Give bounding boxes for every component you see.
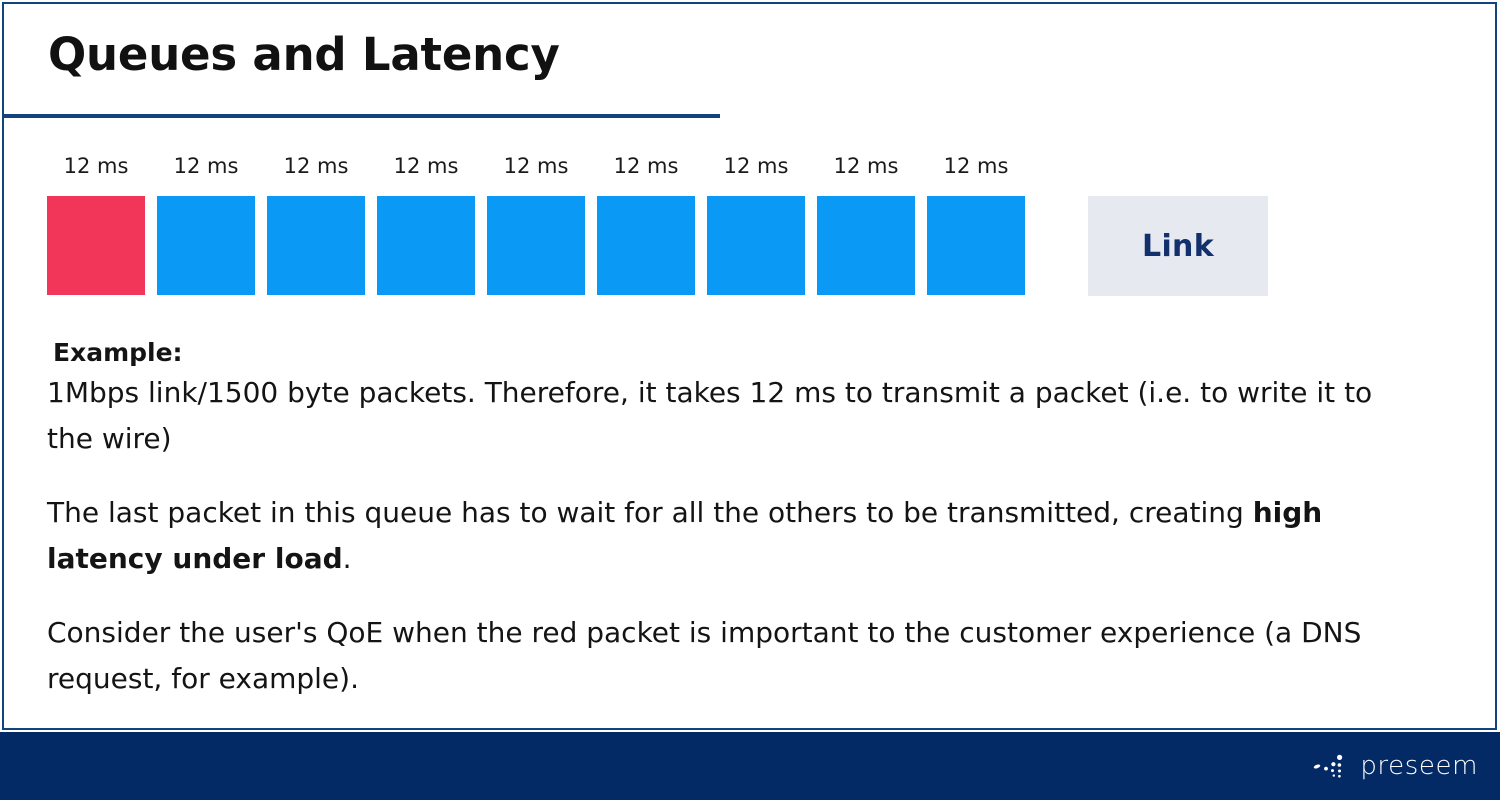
link-box: Link — [1088, 196, 1268, 296]
packet-column: 12 ms — [817, 152, 915, 295]
packet-column: 12 ms — [707, 152, 805, 295]
preseem-dots-icon — [1314, 754, 1343, 778]
packet-duration-label: 12 ms — [283, 154, 349, 178]
body-copy: Example: 1Mbps link/1500 byte packets. T… — [47, 336, 1387, 702]
packet-column: 12 ms — [267, 152, 365, 295]
paragraph-latency-tail: . — [342, 542, 352, 575]
packet-duration-label: 12 ms — [503, 154, 569, 178]
packet-block-blue — [707, 196, 805, 295]
packet-block-blue — [597, 196, 695, 295]
paragraph-latency-emphasis: high latency under load — [47, 496, 1323, 575]
packet-block-blue — [487, 196, 585, 295]
page-title: Queues and Latency — [48, 28, 560, 81]
link-box-label: Link — [1142, 228, 1214, 264]
packet-duration-label: 12 ms — [173, 154, 239, 178]
packet-queue-diagram: 12 ms 12 ms 12 ms 12 ms 12 ms 12 ms 12 ms 12 ms… — [47, 152, 1287, 302]
packet-column: 12 ms — [377, 152, 475, 295]
packet-block-blue — [157, 196, 255, 295]
packet-column: 12 ms — [47, 152, 145, 295]
packet-column: 12 ms — [487, 152, 585, 295]
footer-bar: preseem — [0, 732, 1500, 800]
packet-duration-label: 12 ms — [613, 154, 679, 178]
paragraph-qoe: Consider the user's QoE when the red pac… — [47, 616, 1362, 695]
packet-duration-label: 12 ms — [63, 154, 129, 178]
packet-duration-label: 12 ms — [393, 154, 459, 178]
packet-duration-label: 12 ms — [943, 154, 1009, 178]
packet-block-red — [47, 196, 145, 295]
packet-column: 12 ms — [927, 152, 1025, 295]
preseem-wordmark: preseem — [1360, 751, 1478, 781]
preseem-logo: preseem — [1312, 750, 1478, 782]
packet-column: 12 ms — [157, 152, 255, 295]
packet-column: 12 ms — [597, 152, 695, 295]
packet-block-blue — [817, 196, 915, 295]
paragraph-latency-lead: The last packet in this queue has to wai… — [47, 496, 1253, 529]
slide-frame — [2, 2, 1497, 730]
packet-duration-label: 12 ms — [833, 154, 899, 178]
example-heading: Example: — [53, 338, 183, 367]
packet-block-blue — [927, 196, 1025, 295]
title-divider — [4, 114, 720, 118]
paragraph-example-detail: 1Mbps link/1500 byte packets. Therefore,… — [47, 376, 1373, 455]
paragraph-latency: The last packet in this queue has to wai… — [47, 490, 1377, 582]
packet-duration-label: 12 ms — [723, 154, 789, 178]
packet-block-blue — [377, 196, 475, 295]
packet-block-blue — [267, 196, 365, 295]
